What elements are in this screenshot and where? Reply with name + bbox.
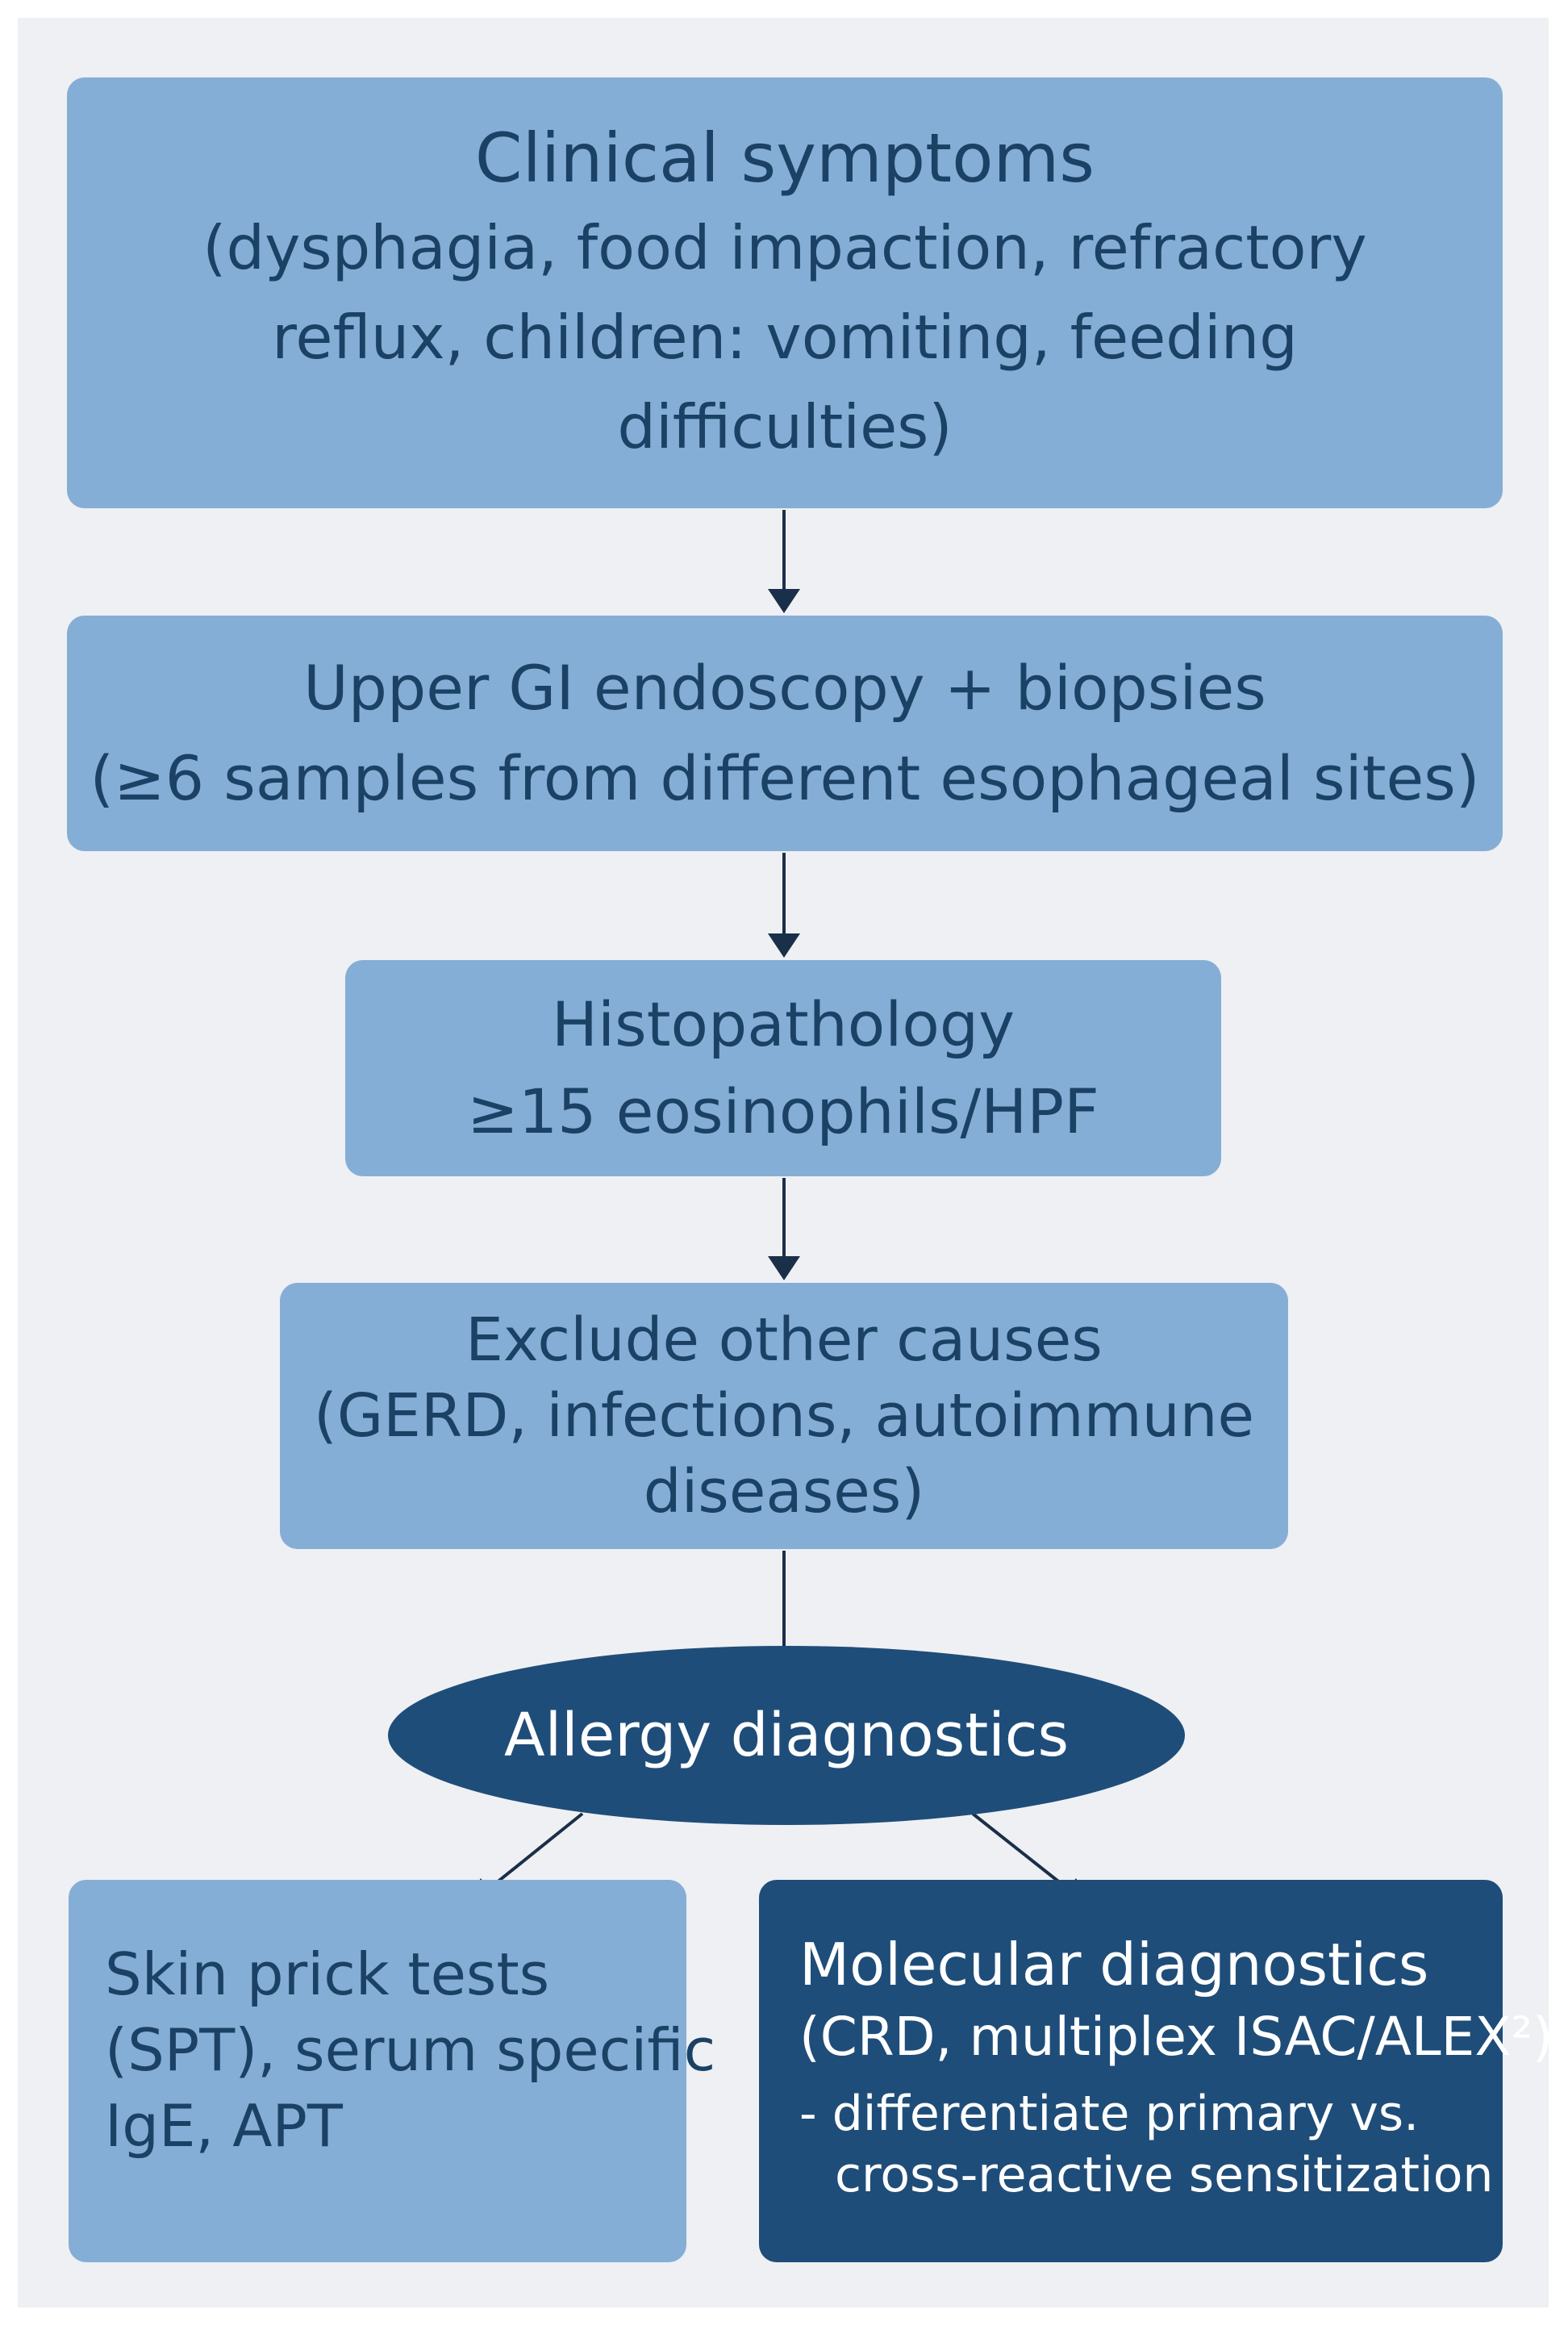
skin-tests-line-1: Skin prick tests (105, 1940, 550, 2008)
endoscopy-title: Upper GI endoscopy + biopsies (303, 652, 1266, 724)
exclude-causes-line-1: (GERD, infections, autoimmune (313, 1381, 1255, 1451)
molecular-diagnostics-note-1: - differentiate primary vs. (799, 2086, 1420, 2142)
skin-tests-box: Skin prick tests (SPT), serum specific I… (69, 1880, 715, 2262)
endoscopy-box: Upper GI endoscopy + biopsies (≥6 sample… (67, 616, 1503, 851)
histopathology-box: Histopathology ≥15 eosinophils/HPF (345, 960, 1221, 1176)
allergy-diagnostics-label: Allergy diagnostics (503, 1701, 1070, 1770)
histopathology-title: Histopathology (551, 988, 1015, 1060)
exclude-causes-title: Exclude other causes (465, 1305, 1103, 1375)
skin-tests-line-2: (SPT), serum specific (105, 2016, 716, 2084)
skin-tests-line-3: IgE, APT (105, 2092, 343, 2160)
molecular-diagnostics-methods: (CRD, multiplex ISAC/ALEX²) (799, 2006, 1553, 2068)
clinical-symptoms-box: Clinical symptoms (dysphagia, food impac… (67, 77, 1503, 508)
histopathology-criterion: ≥15 eosinophils/HPF (467, 1075, 1099, 1147)
clinical-symptoms-line-3: difficulties) (617, 391, 953, 462)
clinical-symptoms-line-1: (dysphagia, food impaction, refractory (202, 212, 1367, 283)
allergy-diagnostics-ellipse: Allergy diagnostics (388, 1646, 1185, 1825)
molecular-diagnostics-box: Molecular diagnostics (CRD, multiplex IS… (759, 1880, 1553, 2262)
clinical-symptoms-title: Clinical symptoms (474, 119, 1095, 198)
exclude-causes-box: Exclude other causes (GERD, infections, … (280, 1283, 1288, 1549)
endoscopy-detail: (≥6 samples from different esophageal si… (90, 742, 1480, 814)
molecular-diagnostics-note-2: cross-reactive sensitization (835, 2147, 1494, 2203)
molecular-diagnostics-title: Molecular diagnostics (799, 1931, 1429, 1998)
exclude-causes-line-2: diseases) (643, 1457, 925, 1526)
clinical-symptoms-line-2: reflux, children: vomiting, feeding (272, 302, 1298, 373)
